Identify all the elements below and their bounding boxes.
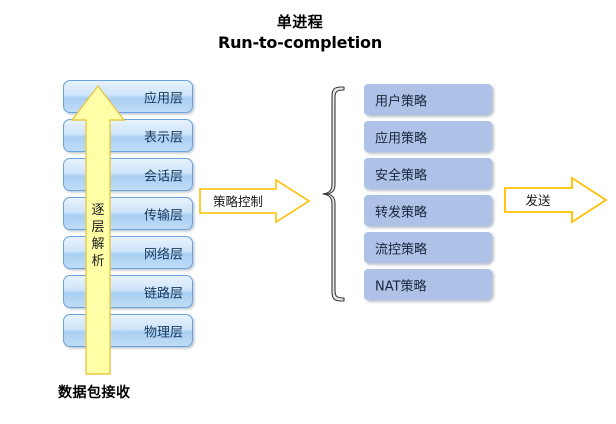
osi-layer-box-physical[interactable]: 物理层 — [63, 314, 193, 347]
policy-control-arrow: 策略控制 — [199, 179, 311, 223]
osi-layer-label: 传输层 — [143, 208, 183, 223]
osi-layer-label: 网络层 — [143, 247, 183, 262]
osi-layer-label: 表示层 — [143, 130, 183, 145]
osi-layer-label: 会话层 — [143, 169, 183, 184]
policy-box-security[interactable]: 安全策略 — [364, 158, 492, 189]
right-arrow-icon — [504, 176, 608, 224]
policy-list: 用户策略 应用策略 安全策略 转发策略 流控策略 NAT策略 — [364, 84, 496, 306]
left-brace-icon — [322, 86, 345, 302]
diagram-title: 单进程 Run-to-completion — [170, 12, 430, 54]
osi-layer-label: 物理层 — [143, 325, 183, 340]
policy-box-user[interactable]: 用户策略 — [364, 84, 492, 115]
layer-parsing-up-arrow: 逐 层 解 析 — [68, 84, 128, 376]
up-arrow-char: 析 — [91, 254, 105, 269]
osi-layer-label: 应用层 — [143, 91, 183, 106]
up-arrow-char: 逐 — [91, 203, 105, 218]
osi-layer-stack: 应用层 表示层 会话层 传输层 网络层 链路层 物理层 — [63, 80, 195, 348]
policy-group-brace — [322, 86, 346, 302]
osi-layer-box-network[interactable]: 网络层 — [63, 236, 193, 269]
up-arrow-label-stack: 逐 层 解 析 — [89, 202, 107, 270]
send-arrow-label: 发送 — [525, 193, 551, 208]
policy-label: NAT策略 — [375, 279, 427, 294]
up-arrow-char: 层 — [91, 220, 105, 235]
policy-box-application[interactable]: 应用策略 — [364, 121, 492, 152]
osi-layer-box-datalink[interactable]: 链路层 — [63, 275, 193, 308]
title-line-english: Run-to-completion — [217, 33, 383, 52]
up-arrow-icon — [70, 84, 126, 375]
policy-label: 用户策略 — [375, 94, 428, 109]
title-line-chinese: 单进程 — [276, 13, 324, 31]
osi-layer-box-session[interactable]: 会话层 — [63, 158, 193, 191]
right-arrow-icon — [199, 179, 311, 223]
policy-box-flow-control[interactable]: 流控策略 — [364, 232, 492, 263]
packet-receive-caption: 数据包接收 — [58, 385, 131, 401]
osi-layer-label: 链路层 — [143, 286, 183, 301]
up-arrow-char: 解 — [91, 237, 105, 252]
policy-box-forwarding[interactable]: 转发策略 — [364, 195, 492, 226]
policy-label: 转发策略 — [375, 205, 428, 220]
policy-box-nat[interactable]: NAT策略 — [364, 269, 492, 300]
policy-label: 安全策略 — [375, 168, 428, 183]
policy-control-arrow-label: 策略控制 — [212, 194, 263, 209]
osi-layer-box-transport[interactable]: 传输层 — [63, 197, 193, 230]
osi-layer-box-presentation[interactable]: 表示层 — [63, 119, 193, 152]
policy-label: 应用策略 — [375, 131, 428, 146]
policy-label: 流控策略 — [375, 242, 428, 257]
send-arrow: 发送 — [504, 176, 608, 224]
